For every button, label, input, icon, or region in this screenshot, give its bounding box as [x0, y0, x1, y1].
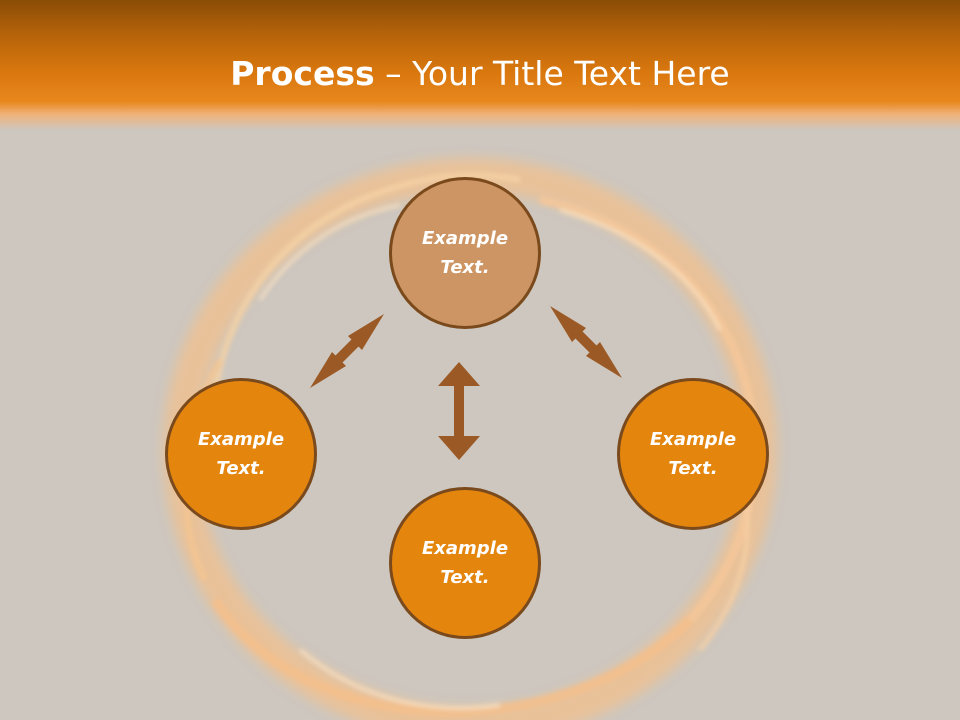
title-separator: – — [374, 54, 413, 93]
process-node-bottom-label: Example Text. — [421, 538, 509, 588]
process-node-right: Example Text. — [617, 378, 769, 530]
title-rest: Your Title Text Here — [412, 54, 730, 93]
title-bar — [0, 0, 960, 130]
arrow-right-diagonal — [550, 306, 622, 378]
title-bold: Process — [230, 54, 375, 93]
process-node-right-label: Example Text. — [649, 429, 737, 479]
process-node-bottom: Example Text. — [389, 487, 541, 639]
process-node-top: Example Text. — [389, 177, 541, 329]
arrow-left-diagonal — [310, 314, 384, 388]
process-node-left: Example Text. — [165, 378, 317, 530]
process-node-top-label: Example Text. — [421, 228, 509, 278]
arrow-vertical — [438, 362, 480, 460]
process-node-left-label: Example Text. — [197, 429, 285, 479]
slide-title: Process – Your Title Text Here — [0, 52, 960, 96]
